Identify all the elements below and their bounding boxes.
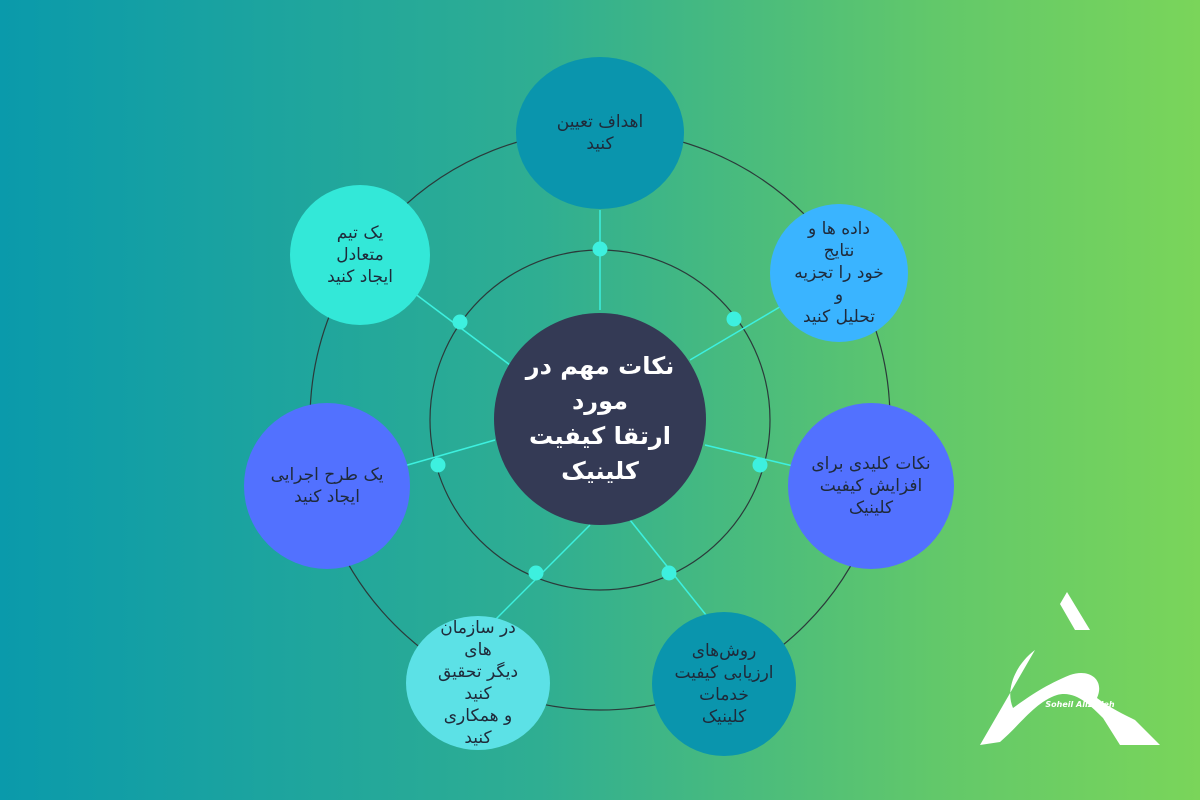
node-label: نکات کلیدی برای افزایش کیفیت کلینیک	[811, 453, 931, 519]
node-label: یک تیم متعادل ایجاد کنید	[327, 222, 393, 288]
node-label: روش‌های ارزیابی کیفیت خدمات کلینیک	[674, 640, 774, 728]
center-topic-label: نکات مهم در مورد ارتقا کیفیت کلینیک	[525, 352, 675, 485]
node-key-tips: نکات کلیدی برای افزایش کیفیت کلینیک	[788, 403, 954, 569]
logo-text: Soheil Alizadeh	[1045, 700, 1115, 709]
node-set-goals: اهداف تعیین کنید	[516, 57, 684, 209]
node-research-collaborate: در سازمان های دیگر تحقیق کنید و همکاری ک…	[406, 616, 550, 750]
node-action-plan: یک طرح اجرایی ایجاد کنید	[244, 403, 410, 569]
connector-dot	[528, 565, 544, 581]
connector-dot	[726, 311, 742, 327]
node-evaluation-methods: روش‌های ارزیابی کیفیت خدمات کلینیک	[652, 612, 796, 756]
node-analyze-data: داده ها و نتایج خود را تجزیه و تحلیل کنی…	[770, 204, 908, 342]
node-label: اهداف تعیین کنید	[556, 111, 644, 154]
center-topic: نکات مهم در مورد ارتقا کیفیت کلینیک	[494, 313, 706, 525]
connector-dot	[661, 565, 677, 581]
node-label: یک طرح اجرایی ایجاد کنید	[270, 464, 384, 507]
node-balanced-team: یک تیم متعادل ایجاد کنید	[290, 185, 430, 325]
node-label: در سازمان های دیگر تحقیق کنید و همکاری ک…	[437, 617, 519, 749]
connector-dot	[452, 314, 468, 330]
node-label: داده ها و نتایج خود را تجزیه و تحلیل کنی…	[794, 218, 884, 328]
connector-dot	[430, 457, 446, 473]
connector-dot	[592, 241, 608, 257]
brand-logo	[980, 592, 1160, 745]
connector-dot	[752, 457, 768, 473]
